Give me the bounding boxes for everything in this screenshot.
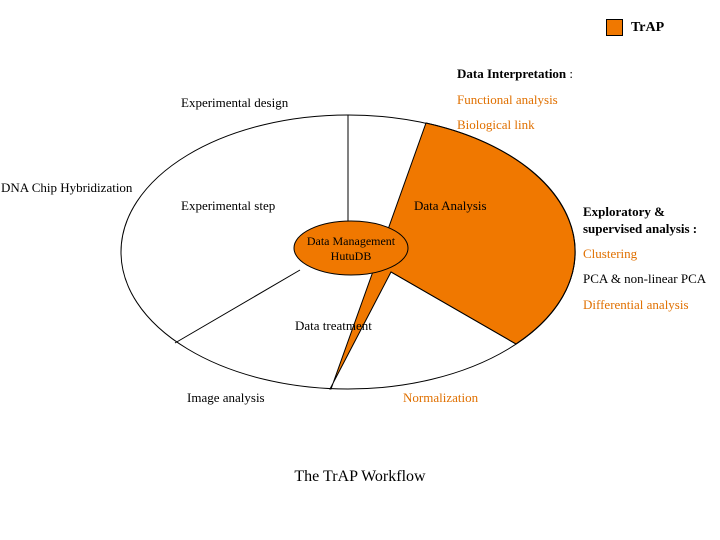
diagram-caption: The TrAP Workflow: [294, 468, 426, 485]
trap-sector-arc-fix: [425, 122, 576, 345]
legend-swatch: [606, 19, 623, 36]
interpretation-item: Functional analysis: [457, 92, 558, 107]
label-normalization: Normalization: [403, 390, 479, 405]
exploratory-item: Differential analysis: [583, 297, 689, 312]
center-line-2: HutuDB: [330, 249, 372, 263]
legend-label: TrAP: [631, 20, 665, 35]
exploratory-heading-line-1: Exploratory &: [583, 204, 665, 219]
exploratory-item: PCA & non-linear PCA: [583, 271, 707, 286]
divider-lower-left: [174, 269, 301, 344]
divider-lower-right: [390, 271, 517, 345]
label-dna-chip: DNA Chip Hybridization: [1, 180, 133, 195]
exploratory-item: Clustering: [583, 246, 638, 261]
center-line-1: Data Management: [306, 234, 396, 248]
center-hub: [293, 220, 409, 276]
interpretation-item: Biological link: [457, 117, 535, 132]
interpretation-heading-row: Data Interpretation :: [457, 66, 573, 81]
interpretation-heading: Data Interpretation: [457, 66, 567, 81]
sector-data-treatment: Data treatment: [295, 318, 372, 333]
sector-experimental-step: Experimental step: [181, 198, 276, 213]
label-image-analysis: Image analysis: [187, 390, 265, 405]
interpretation-suffix: :: [566, 66, 574, 81]
center-hub-label: Data Management HutuDB: [293, 234, 409, 264]
label-experimental-design: Experimental design: [181, 95, 289, 110]
exploratory-heading-line-2: supervised analysis :: [583, 221, 698, 236]
sector-data-analysis: Data Analysis: [414, 198, 487, 213]
